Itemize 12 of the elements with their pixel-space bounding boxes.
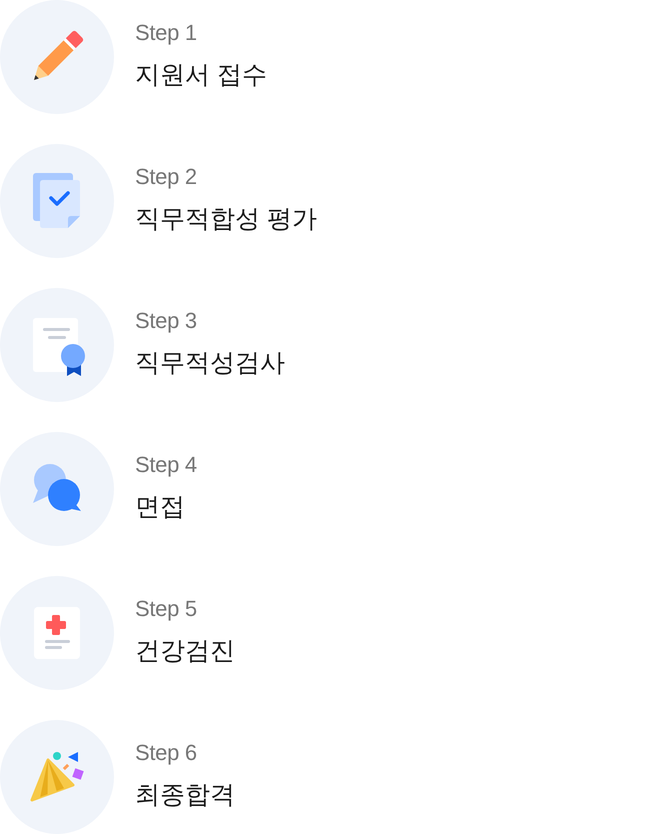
step-title: 직무적성검사	[135, 348, 285, 378]
step-title: 최종합격	[135, 780, 235, 810]
step-label: Step 2	[135, 164, 197, 190]
step-title: 직무적합성 평가	[135, 204, 317, 234]
step-title: 건강검진	[135, 636, 235, 666]
step-label: Step 1	[135, 20, 197, 46]
step-title: 면접	[135, 492, 185, 522]
step-label: Step 5	[135, 596, 197, 622]
step-label: Step 3	[135, 308, 197, 334]
step-label: Step 4	[135, 452, 197, 478]
step-label: Step 6	[135, 740, 197, 766]
step-title: 지원서 접수	[135, 60, 267, 90]
